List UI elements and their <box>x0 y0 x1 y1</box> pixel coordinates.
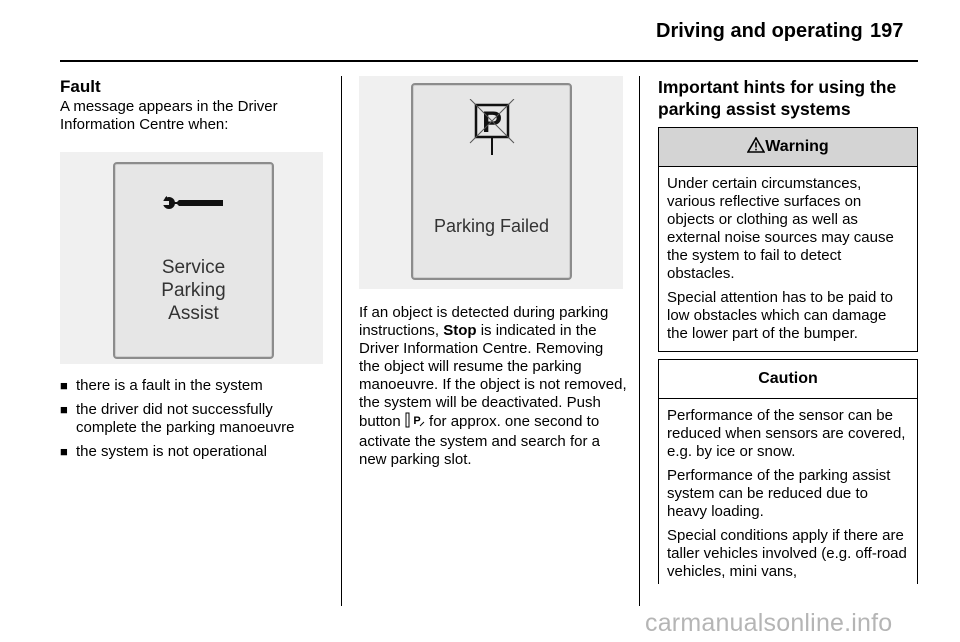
watermark: carmanualsonline.info <box>645 609 893 637</box>
caution-paragraph: Performance of the parking assist system… <box>667 467 891 520</box>
hints-section: Important hints for using the parking as… <box>658 76 920 584</box>
warning-header: Warning <box>659 128 917 167</box>
parking-assist-button-icon: P <box>405 412 425 433</box>
list-item: ■the system is not operational <box>60 443 267 460</box>
fault-heading: Fault <box>60 77 101 96</box>
fault-bullet-list: ■there is a fault in the system ■the dri… <box>60 377 326 461</box>
fault-intro: A message appears in the Driver Informat… <box>60 98 278 133</box>
list-item: ■the driver did not successfully complet… <box>60 401 295 436</box>
service-parking-assist-figure: Service Parking Assist <box>60 152 323 364</box>
fault-section: Fault A message appears in the Driver In… <box>60 76 326 467</box>
service-line-1: Service <box>161 257 226 278</box>
service-line-3: Assist <box>168 303 219 324</box>
svg-text:P: P <box>413 415 420 427</box>
caution-box: Caution Performance of the sensor can be… <box>658 359 918 584</box>
parking-failed-text: Parking Failed <box>433 216 550 236</box>
parking-failed-section: P Parking Failed If an object is detecte… <box>359 76 627 469</box>
caution-title: Caution <box>758 370 818 387</box>
parking-failed-figure: P Parking Failed <box>359 76 623 289</box>
stop-label: Stop <box>443 322 477 339</box>
column-divider-right <box>639 76 640 606</box>
caution-body: Performance of the sensor can be reduced… <box>659 399 917 584</box>
warning-body: Under certain circumstances, various ref… <box>659 167 917 351</box>
warning-title: Warning <box>765 138 829 155</box>
parking-failed-display: P Parking Failed <box>411 83 572 280</box>
parking-crossed-icon: P <box>469 99 515 155</box>
wrench-icon <box>161 196 223 209</box>
warning-triangle-icon <box>746 136 766 153</box>
page-number: 197 <box>870 20 904 42</box>
caution-paragraph: Special conditions apply if there are ta… <box>667 527 907 580</box>
list-item: ■there is a fault in the system <box>60 377 263 394</box>
caution-paragraph: Performance of the sensor can be reduced… <box>667 407 906 460</box>
column-divider-left <box>341 76 342 606</box>
section-title: Driving and operating <box>656 20 863 42</box>
caution-header: Caution <box>659 360 917 399</box>
service-line-2: Parking <box>161 280 226 301</box>
service-display: Service Parking Assist <box>113 162 274 359</box>
svg-text:P: P <box>482 106 502 139</box>
parking-failed-paragraph: If an object is detected during parking … <box>359 304 627 468</box>
warning-box: Warning Under certain circumstances, var… <box>658 127 918 352</box>
warning-paragraph: Under certain circumstances, various ref… <box>667 175 894 282</box>
header-divider <box>60 60 918 62</box>
hints-heading: Important hints for using the parking as… <box>658 77 897 119</box>
warning-paragraph: Special attention has to be paid to low … <box>667 289 893 342</box>
